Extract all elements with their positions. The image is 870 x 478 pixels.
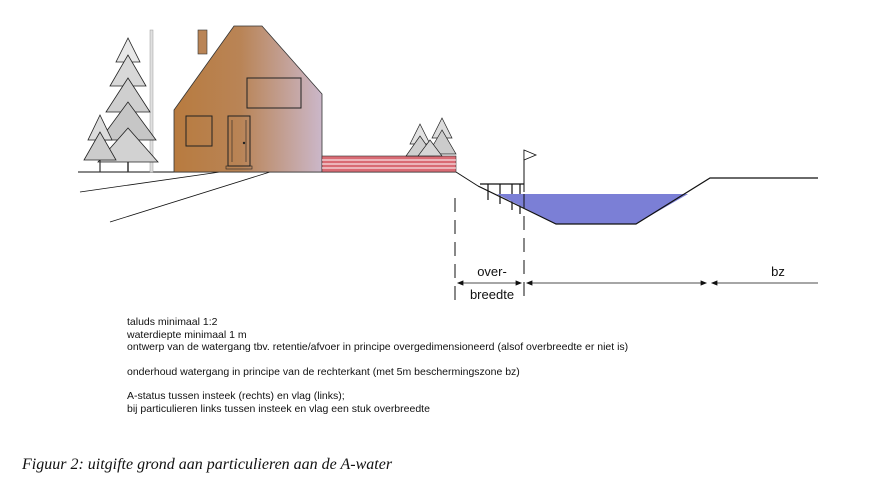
cross-section-diagram: over- breedte bz	[78, 25, 818, 300]
house-chimney	[197, 29, 208, 55]
tree-left	[83, 37, 159, 172]
notes-block: taluds minimaal 1:2 waterdiepte minimaal…	[127, 316, 827, 415]
road-lines	[79, 171, 271, 223]
water-body	[497, 194, 688, 224]
house-body	[173, 25, 323, 173]
boundary-markers	[454, 194, 525, 300]
note-line: taluds minimaal 1:2	[127, 316, 218, 328]
note-line: bij particulieren links tussen insteek e…	[127, 402, 430, 415]
house-window-upper	[246, 77, 302, 109]
figure-caption: Figuur 2: uitgifte grond aan particulier…	[22, 456, 393, 473]
label-overbreedte-line2: breedte	[470, 287, 514, 300]
tree-right	[405, 117, 457, 157]
note-line: ontwerp van de watergang tbv. retentie/a…	[127, 341, 629, 353]
fence	[321, 155, 457, 173]
dimension-lines	[456, 280, 818, 286]
house	[173, 25, 323, 173]
water-channel	[477, 177, 818, 225]
note-line: A-status tussen insteek (rechts) en vlag…	[127, 390, 345, 402]
note-line: onderhoud watergang in principe van de r…	[127, 365, 520, 378]
label-bz: bz	[771, 264, 785, 279]
lamp-post	[149, 29, 154, 173]
house-window-left	[185, 115, 213, 147]
label-overbreedte-line1: over-	[477, 264, 507, 279]
flag-icon	[523, 149, 538, 192]
note-line: waterdiepte minimaal 1 m	[127, 328, 247, 341]
